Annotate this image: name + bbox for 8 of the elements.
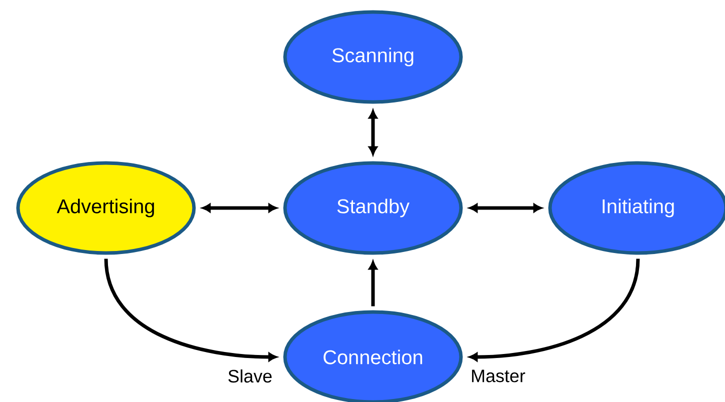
arrow <box>202 204 277 212</box>
edge-label: Slave <box>226 368 274 384</box>
edge-label: Master <box>470 368 526 384</box>
arrow <box>368 261 378 306</box>
arrow <box>469 258 640 362</box>
arrow <box>104 258 277 362</box>
arrow <box>368 110 378 155</box>
arrow <box>469 204 542 212</box>
